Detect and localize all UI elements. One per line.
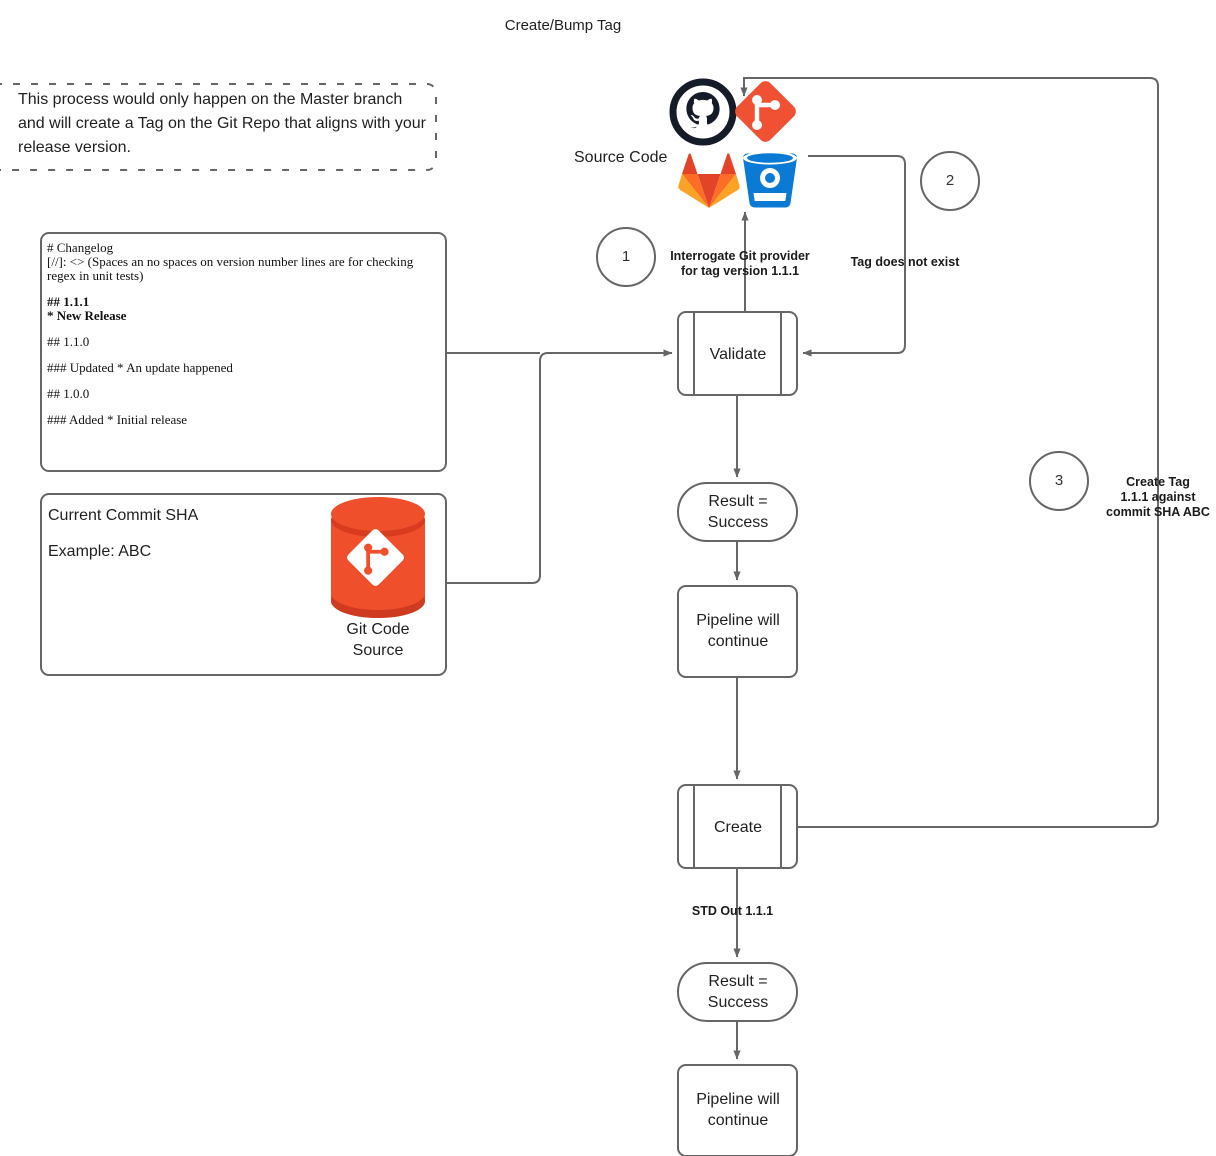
node-label-result-1: Result = Success — [688, 491, 788, 533]
pipeline2-outline — [677, 1064, 798, 1156]
node-label-pipeline-2-line1: Pipeline will — [696, 1091, 780, 1108]
node-label-pipeline-2-line2: continue — [707, 1112, 769, 1129]
node-label-pipeline-1-line1: Pipeline will — [696, 612, 780, 629]
note-box-outline — [0, 83, 437, 171]
changelog-line-9: ### Added * Initial release — [47, 412, 188, 427]
node-label-result-2: Result = Success — [688, 971, 788, 1013]
edge-label-create-tag-line2: 1.1.1 against — [1120, 490, 1196, 504]
node-label-pipeline-2: Pipeline will continue — [680, 1089, 796, 1131]
commit-box-title: Current Commit SHA — [48, 507, 199, 524]
step-number-1: 1 — [621, 248, 631, 265]
git-code-source-label-1: Git Code — [346, 621, 410, 638]
changelog-line-1: # Changelog — [47, 240, 114, 255]
node-label-pipeline-1: Pipeline will continue — [680, 610, 796, 652]
edge-label-std-out: STD Out 1.1.1 — [691, 904, 774, 918]
source-code-label: Source Code — [574, 149, 668, 166]
git-code-source-label: Git Code Source — [318, 619, 438, 661]
changelog-spacer-1 — [47, 283, 439, 295]
edge-commit-to-validate — [446, 349, 673, 584]
github-icon — [669, 78, 737, 146]
git-code-source-label-2: Source — [352, 642, 404, 659]
commit-box-outline — [40, 493, 447, 676]
commit-box-example: Example: ABC — [48, 543, 152, 560]
edge-label-interrogate: Interrogate Git provider for tag version… — [665, 249, 815, 279]
edge-create-tag — [740, 77, 1159, 828]
gitlab-icon — [678, 153, 740, 208]
changelog-line-7: ### Updated * An update happened — [47, 360, 233, 375]
changelog-line-8: ## 1.0.0 — [47, 386, 90, 401]
edge-label-create-tag-line3: commit SHA ABC — [1106, 505, 1210, 519]
changelog-line-6: ## 1.1.0 — [47, 334, 90, 349]
edge-tag-does-not-exist — [802, 155, 906, 357]
changelog-line-3: regex in unit tests) — [47, 268, 144, 283]
step-circle-3 — [1029, 451, 1089, 511]
edge-label-tag-not-exist: Tag does not exist — [850, 255, 960, 269]
edge-label-interrogate-line2: for tag version 1.1.1 — [680, 264, 800, 278]
bitbucket-icon — [743, 151, 797, 208]
node-label-result-1-line2: Success — [707, 514, 769, 531]
changelog-text: # Changelog [//]: <> (Spaces an no space… — [47, 241, 439, 427]
page-title: Create/Bump Tag — [504, 17, 622, 34]
node-label-pipeline-1-line2: continue — [707, 633, 769, 650]
node-label-result-1-line1: Result = — [708, 493, 768, 510]
node-label-result-2-line1: Result = — [708, 973, 768, 990]
step-number-2: 2 — [945, 172, 955, 189]
step-circle-2 — [920, 151, 980, 211]
step-circle-1 — [596, 227, 656, 287]
node-label-result-2-line2: Success — [707, 994, 769, 1011]
node-label-validate: Validate — [709, 346, 767, 363]
node-label-create: Create — [713, 819, 763, 836]
step-number-3: 3 — [1054, 472, 1064, 489]
changelog-spacer-4 — [47, 375, 439, 387]
note-text: This process would only happen on the Ma… — [18, 91, 426, 156]
git-icon — [735, 81, 796, 142]
edge-label-interrogate-line1: Interrogate Git provider — [670, 249, 810, 263]
changelog-line-5: * New Release — [47, 308, 127, 323]
edge-label-create-tag-line1: Create Tag — [1126, 475, 1190, 489]
git-code-source-icon — [331, 497, 425, 618]
changelog-spacer-2 — [47, 323, 439, 335]
changelog-line-2: [//]: <> (Spaces an no spaces on version… — [47, 254, 414, 269]
edge-label-create-tag: Create Tag 1.1.1 against commit SHA ABC — [1094, 475, 1216, 520]
changelog-line-4: ## 1.1.1 — [47, 294, 90, 309]
